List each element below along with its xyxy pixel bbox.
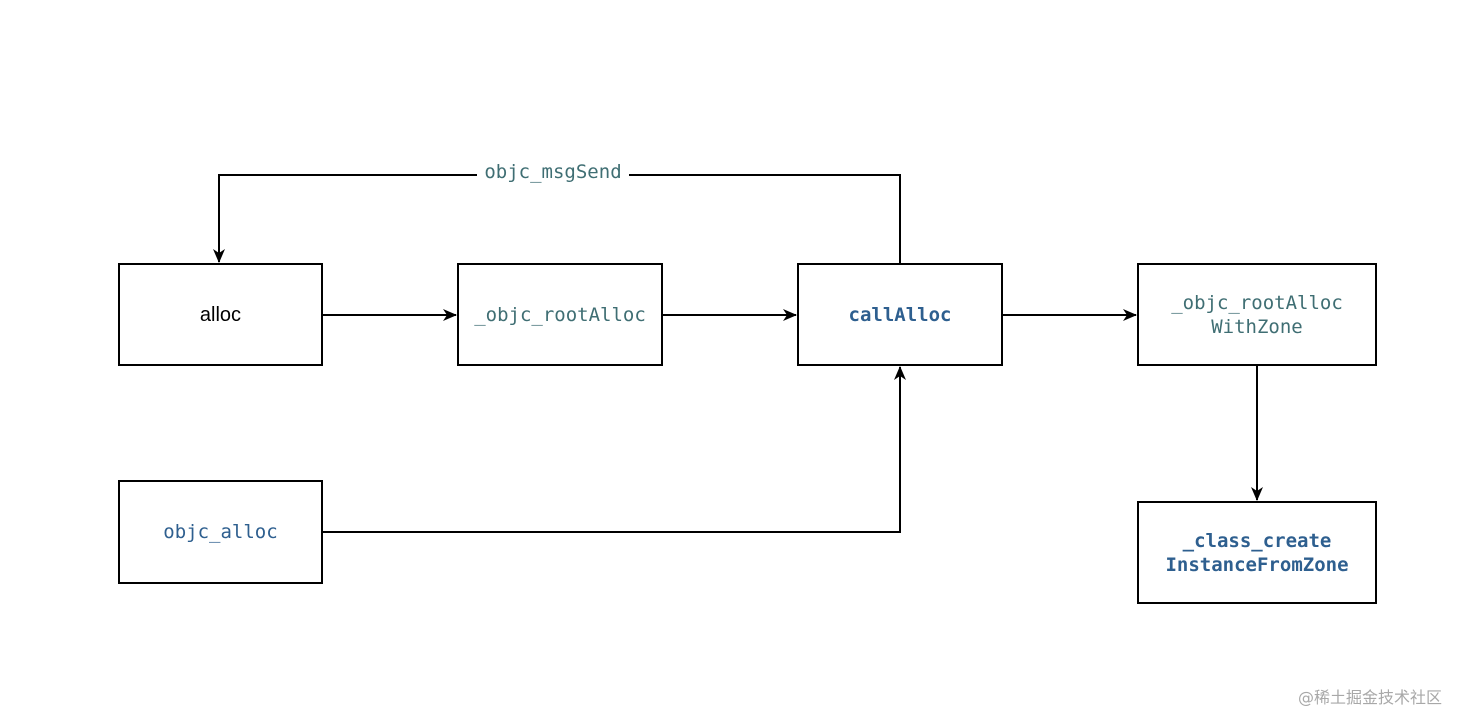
node-objc-alloc: objc_alloc bbox=[118, 480, 323, 584]
node-objc-rootalloc-label: _objc_rootAlloc bbox=[474, 303, 646, 326]
node-alloc: alloc bbox=[118, 263, 323, 366]
edge-label-msgsend: objc_msgSend bbox=[477, 159, 629, 185]
node-callalloc: callAlloc bbox=[797, 263, 1003, 366]
node-objc-rootalloc-withzone: _objc_rootAlloc WithZone bbox=[1137, 263, 1377, 366]
watermark: @稀土掘金技术社区 bbox=[1297, 688, 1442, 707]
node-class-create-instance-label: _class_create InstanceFromZone bbox=[1165, 529, 1349, 576]
node-callalloc-label: callAlloc bbox=[848, 303, 952, 326]
node-alloc-label: alloc bbox=[199, 303, 242, 326]
node-objc-alloc-label: objc_alloc bbox=[163, 521, 278, 543]
node-objc-rootalloc: _objc_rootAlloc bbox=[457, 263, 663, 366]
node-objc-rootalloc-withzone-label: _objc_rootAlloc WithZone bbox=[1171, 291, 1343, 338]
edge-objcalloc-to-callalloc bbox=[323, 366, 906, 533]
node-class-create-instance: _class_create InstanceFromZone bbox=[1137, 501, 1377, 604]
edge-callalloc-to-alloc bbox=[213, 174, 901, 263]
